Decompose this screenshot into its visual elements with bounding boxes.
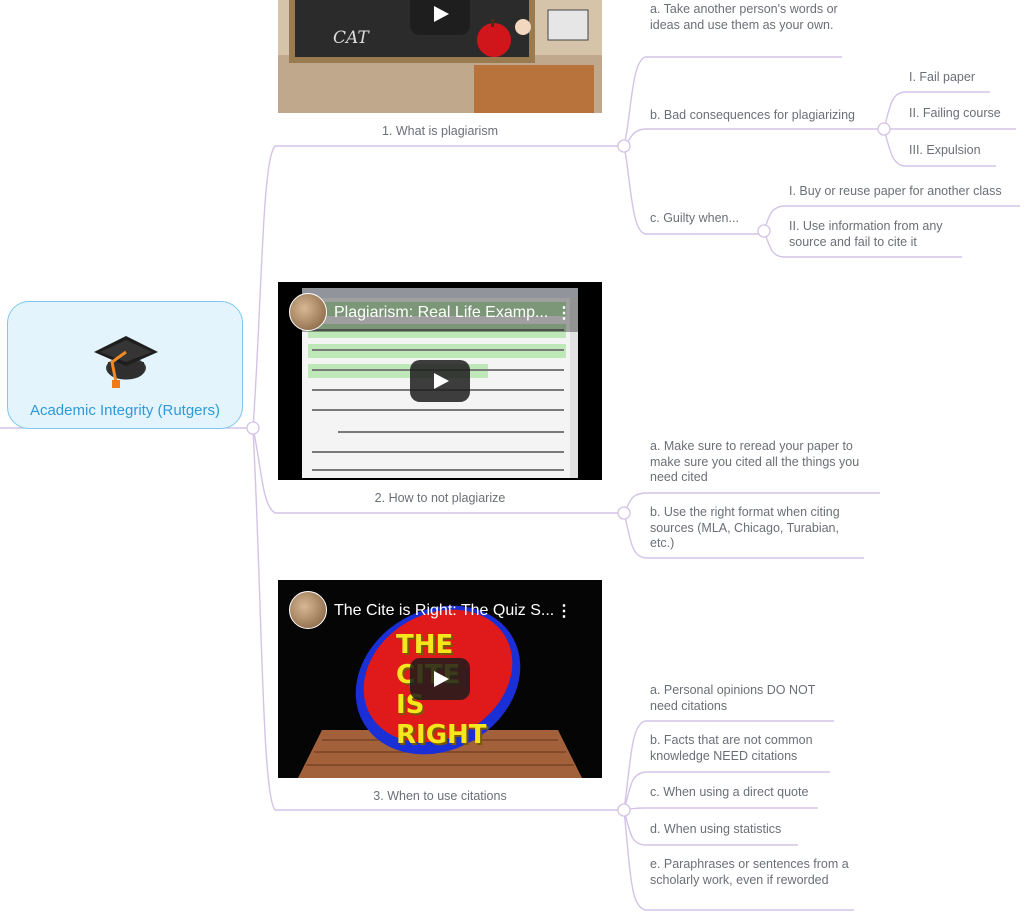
art-word: THE [396, 630, 454, 660]
node-b1-c-child[interactable]: I. Buy or reuse paper for another class [789, 184, 1002, 198]
art-word: RIGHT [396, 720, 487, 750]
video-thumbnail [278, 282, 602, 480]
video-caption-3: 3. When to use citations [373, 789, 507, 803]
node-b3-b[interactable]: b. Facts that are not common knowledge N… [650, 733, 813, 763]
node-b1-b-child[interactable]: III. Expulsion [909, 143, 981, 157]
channel-avatar[interactable] [289, 591, 327, 629]
node-b3-a[interactable]: a. Personal opinions DO NOT need citatio… [650, 683, 816, 713]
play-button-icon[interactable] [410, 658, 470, 700]
play-button-icon[interactable] [410, 0, 470, 35]
video-caption-1: 1. What is plagiarism [381, 124, 498, 138]
video-title-3[interactable]: The Cite is Right: The Quiz S... [334, 602, 555, 619]
video-cite-is-right[interactable]: THE CITE IS RIGHT The Cite is Right: The… [278, 580, 602, 778]
node-b1-b[interactable]: b. Bad consequences for plagiarizing [650, 108, 855, 122]
node-b3-d[interactable]: d. When using statistics [650, 822, 782, 836]
more-options-icon[interactable]: ⋮ [556, 603, 572, 620]
root-title: Academic Integrity (Rutgers) [29, 402, 221, 419]
node-b1-b-child[interactable]: I. Fail paper [909, 70, 976, 84]
video-caption-2: 2. How to not plagiarize [374, 491, 506, 505]
node-b1-c-child[interactable]: II. Use information from any source and … [789, 219, 943, 249]
video-title-2[interactable]: Plagiarism: Real Life Examp... [334, 304, 549, 321]
node-b1-b-child[interactable]: II. Failing course [909, 106, 1001, 120]
node-b3-c[interactable]: c. When using a direct quote [650, 785, 809, 799]
play-button-icon[interactable] [410, 360, 470, 402]
channel-avatar[interactable] [289, 293, 327, 331]
node-b1-a[interactable]: a. Take another person's words or ideas … [650, 2, 838, 32]
graduation-cap-icon [94, 336, 158, 388]
node-b2-b[interactable]: b. Use the right format when citing sour… [650, 505, 840, 550]
root-node[interactable]: Academic Integrity (Rutgers) [7, 301, 243, 429]
video-plagiarism-examples[interactable]: Plagiarism: Real Life Examp... ⋮ [278, 282, 602, 480]
chalk-text: CAT [333, 28, 369, 48]
node-b2-a[interactable]: a. Make sure to reread your paper to mak… [650, 439, 860, 484]
video-what-is-plagiarism[interactable]: CAT [278, 0, 602, 113]
node-b1-c[interactable]: c. Guilty when... [650, 211, 739, 225]
node-b3-e[interactable]: e. Paraphrases or sentences from a schol… [650, 857, 849, 887]
more-options-icon[interactable]: ⋮ [556, 305, 572, 322]
